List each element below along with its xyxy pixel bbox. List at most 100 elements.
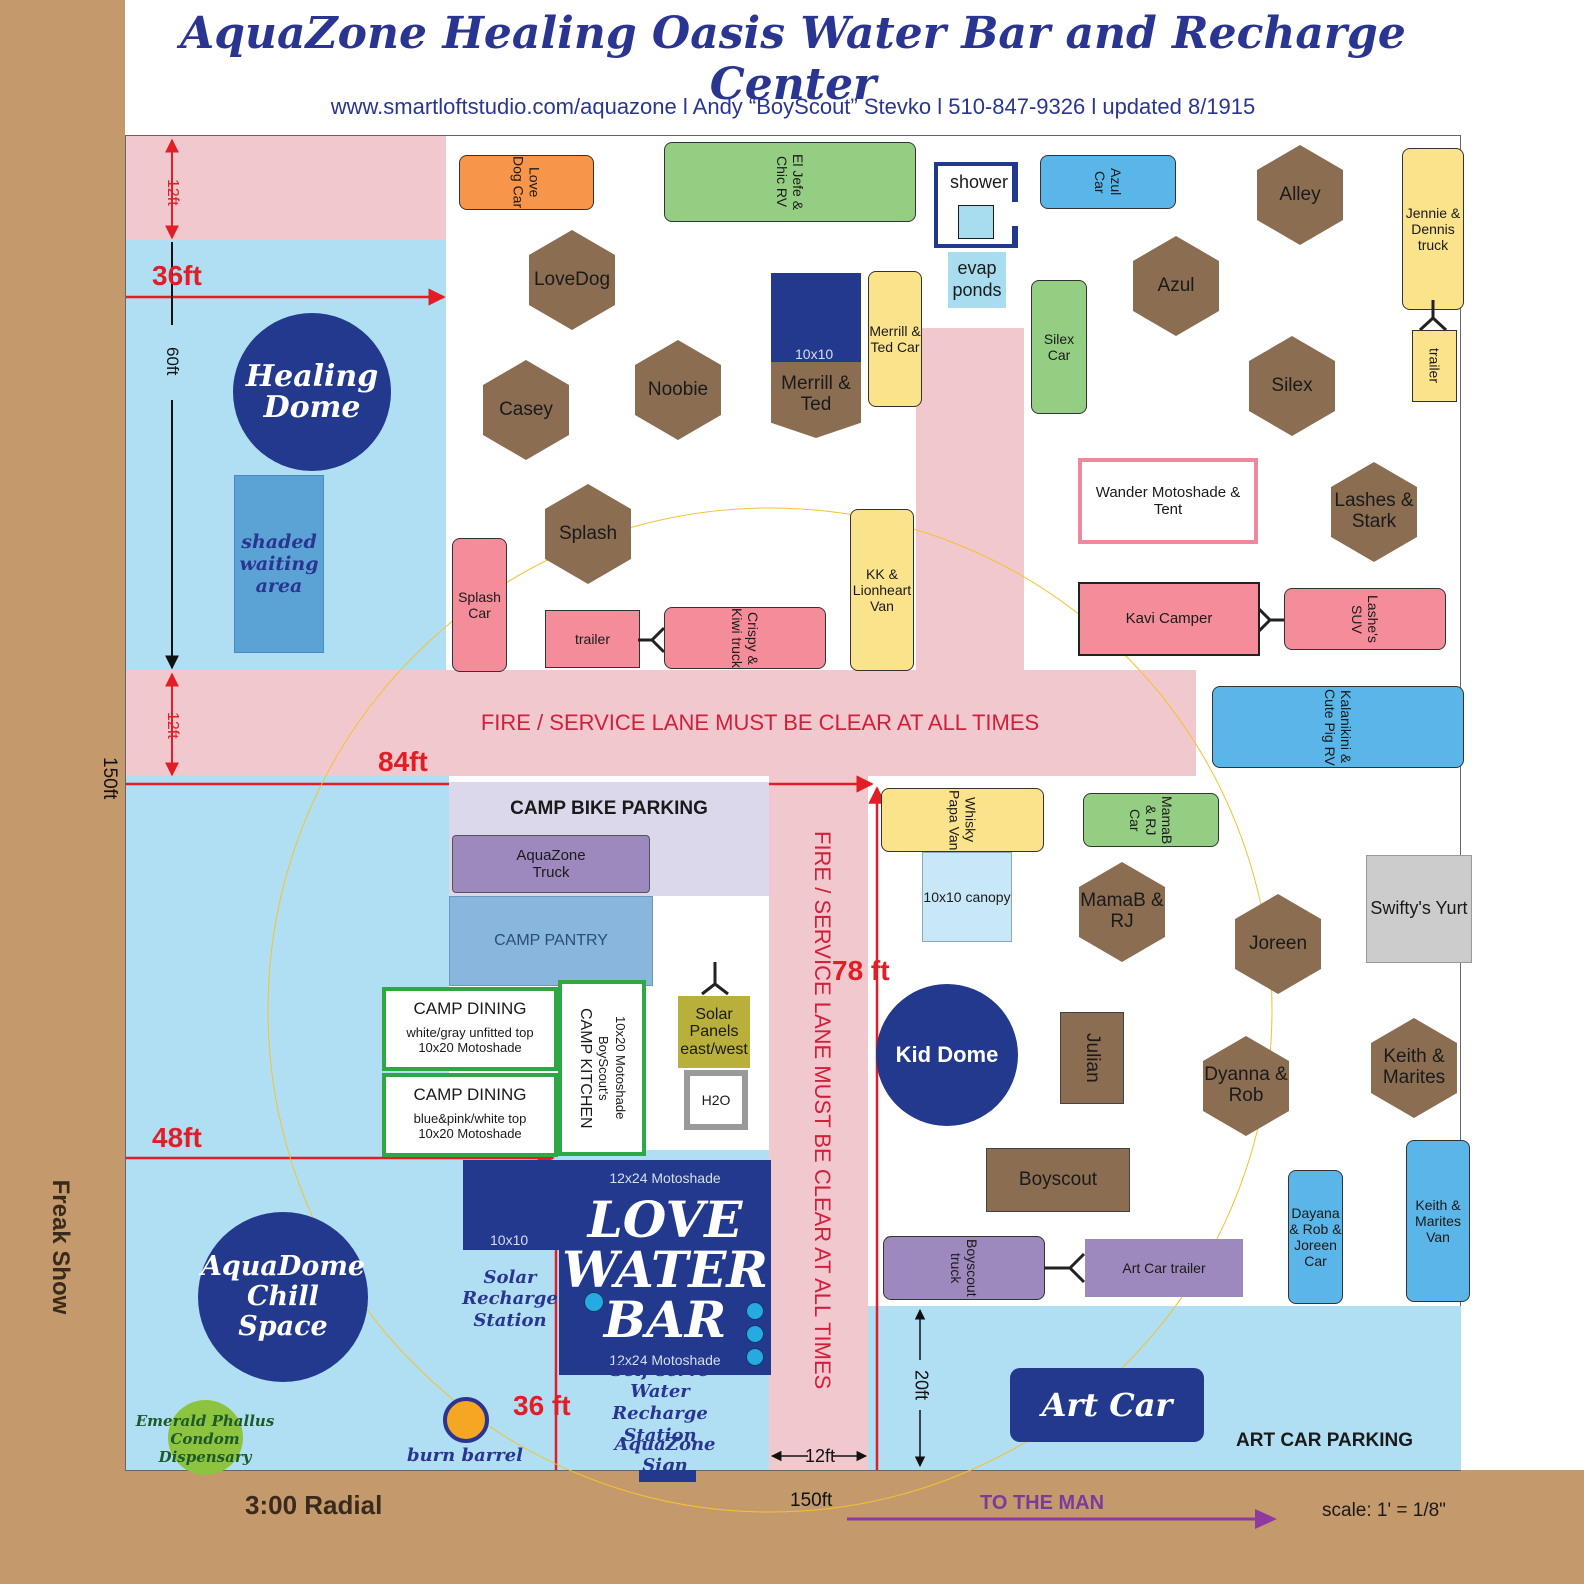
mamab-rj-car-label: MamaB & RJ Car <box>1126 795 1176 845</box>
tenby10-left-label: 10x10 <box>490 1232 529 1248</box>
hex-azul-label: Azul <box>1157 274 1195 296</box>
fire-lane-horizontal <box>126 670 1196 776</box>
aquazone-sign-label: AquaZone Sign <box>614 1434 716 1476</box>
love-water-bar <box>559 1160 771 1375</box>
hex-silex: Silex <box>1242 336 1342 436</box>
boyscout-truck: Boyscout truck <box>883 1236 1045 1300</box>
boyscout-truck-label: Boyscout truck <box>948 1239 981 1297</box>
solar-recharge-dot <box>584 1292 604 1312</box>
keith-marites-van-label: Keith & Marites Van <box>1415 1196 1461 1246</box>
solar-panel-mount <box>701 962 729 996</box>
selfserve-dot-2 <box>746 1325 764 1343</box>
page-subtitle: www.smartloftstudio.com/aquazone l Andy … <box>330 94 1256 119</box>
hex-julian-label: Julian <box>1082 1033 1103 1083</box>
healing-dome: Healing Dome <box>233 313 391 471</box>
to-the-man-label: TO THE MAN <box>980 1492 1105 1514</box>
hex-lovedog: LoveDog <box>522 230 622 330</box>
art-car: Art Car <box>1010 1368 1204 1442</box>
h2o-tank: H2O <box>684 1070 748 1130</box>
hex-splash: Splash <box>538 484 638 584</box>
hex-mamab-rj-label: MamaB & RJ <box>1080 890 1164 932</box>
fire-lane-vertical <box>769 776 868 1470</box>
hex-azul: Azul <box>1126 236 1226 336</box>
kalanikini-rv-label: Kalanikini & Cute Pig RV <box>1322 688 1355 766</box>
hex-lashes-stark-label: Lashes & Stark <box>1334 490 1414 532</box>
jennie-dennis-truck-label: Jennie & Dennis truck <box>1405 204 1461 254</box>
canopy-10x10: 10x10 canopy <box>922 852 1012 942</box>
camp-boundary <box>125 135 1461 1471</box>
hitch-right <box>1418 300 1448 332</box>
hex-joreen: Joreen <box>1228 894 1328 994</box>
waterbar-bottom-label: 12x24 Motoshade <box>609 1352 721 1368</box>
camp-dining-2-title: CAMP DINING <box>413 1085 527 1104</box>
merrill-ted-car: Merrill & Ted Car <box>868 271 922 407</box>
fire-lane-vertical-text: FIRE / SERVICE LANE MUST BE CLEAR AT ALL… <box>810 830 835 1390</box>
keith-marites-van: Keith & Marites Van <box>1406 1140 1470 1302</box>
el-jefe-rv-label: El Jefe & Chic RV <box>774 153 807 211</box>
to-the-man-arrow <box>847 1509 1277 1529</box>
hex-merrill-ted-label: Merrill & Ted <box>781 373 851 415</box>
shaded-waiting-area: shaded waiting area <box>234 475 324 653</box>
whisky-papa-van-label: Whisky Papa Van <box>946 789 979 851</box>
hex-silex-label: Silex <box>1271 374 1313 396</box>
selfserve-dot-1 <box>746 1302 764 1320</box>
silex-car: Silex Car <box>1031 280 1087 414</box>
hex-mamab-rj: MamaB & RJ <box>1072 862 1172 962</box>
dim-150ft-side: 150ft <box>99 756 120 800</box>
waterbar-top-label: 12x24 Motoshade <box>609 1170 721 1186</box>
splash-car: Splash Car <box>452 538 507 672</box>
dim-48ft: 48ft <box>152 1122 202 1153</box>
camp-dining-1-size: 10x20 Motoshade <box>418 1040 522 1055</box>
solar-recharge-station: Solar Recharge Station <box>462 1266 558 1331</box>
camp-kitchen: CAMP KITCHEN BoyScout's 10x20 Motoshade <box>558 980 646 1156</box>
hitch-mid <box>638 626 666 654</box>
swiftys-yurt: Swifty's Yurt <box>1366 855 1472 963</box>
jennie-dennis-truck: Jennie & Dennis truck <box>1402 148 1464 310</box>
aquadome-chill-space: AquaDome Chill Space <box>198 1212 368 1382</box>
kk-lionheart-van: KK & Lionheart Van <box>850 509 914 671</box>
aquazone-sign <box>639 1470 696 1482</box>
merrill-ted-car-label: Merrill & Ted Car <box>869 322 921 355</box>
kavi-camper: Kavi Camper <box>1078 582 1260 656</box>
camp-dining-2: CAMP DINING blue&pink/white top 10x20 Mo… <box>382 1073 558 1157</box>
hex-lovedog-label: LoveDog <box>533 268 611 290</box>
dim-36ft-bottom: 36 ft <box>513 1390 571 1421</box>
dim-60ft: 60ft <box>163 346 182 376</box>
art-car-trailer: Art Car trailer <box>1085 1239 1243 1297</box>
selfserve-dot-3 <box>746 1348 764 1366</box>
emerald-phallus-label: Emerald Phallus Condom Dispensary <box>135 1412 275 1466</box>
hex-merrill-ted <box>771 362 861 438</box>
tenby10-left <box>463 1160 559 1250</box>
splash-car-label: Splash Car <box>458 588 501 621</box>
fire-lane-horizontal-text: FIRE / SERVICE LANE MUST BE CLEAR AT ALL… <box>480 710 1040 735</box>
mamab-rj-car: MamaB & RJ Car <box>1083 793 1219 847</box>
scale-label: scale: 1' = 1/8" <box>1322 1500 1446 1521</box>
kalanikini-rv: Kalanikini & Cute Pig RV <box>1212 686 1464 768</box>
camp-dining-1-top: white/gray unfitted top <box>406 1025 534 1040</box>
dim-36ft: 36ft <box>152 260 202 291</box>
camp-dining-2-size: 10x20 Motoshade <box>418 1126 522 1141</box>
top-left-buffer <box>126 136 446 240</box>
trailer-mid-label: trailer <box>574 630 610 647</box>
dayana-car-label: Dayana & Rob & Joreen Car <box>1289 1204 1342 1270</box>
wander-motoshade: Wander Motoshade & Tent <box>1078 458 1258 544</box>
radial-label: 3:00 Radial <box>245 1490 383 1520</box>
hex-alley: Alley <box>1250 145 1350 245</box>
aquazone-truck: AquaZone Truck <box>452 835 650 893</box>
dim-150ft-bottom: 150ft <box>790 1490 833 1511</box>
hex-dyanna-rob: Dyanna & Rob <box>1196 1036 1296 1136</box>
crispy-kiwi-truck: Crispy & Kiwi truck <box>664 607 826 669</box>
dayana-car: Dayana & Rob & Joreen Car <box>1288 1170 1343 1304</box>
dim-84ft: 84ft <box>378 746 428 777</box>
camp-dining-2-top: blue&pink/white top <box>413 1111 527 1126</box>
dim-12ft-bottom: 12ft <box>804 1445 836 1466</box>
hitch-boyscout <box>1044 1252 1086 1284</box>
lashes-suv: Lashe's SUV <box>1284 588 1446 650</box>
top-pink-strip <box>916 328 1024 672</box>
shower-top-right <box>1012 162 1018 202</box>
burn-barrel-icon <box>443 1397 489 1443</box>
dim-78ft: 78 ft <box>832 955 890 986</box>
shower-stall <box>958 205 994 239</box>
burn-barrel-label: burn barrel <box>406 1444 523 1466</box>
azul-car: Azul Car <box>1040 155 1176 209</box>
